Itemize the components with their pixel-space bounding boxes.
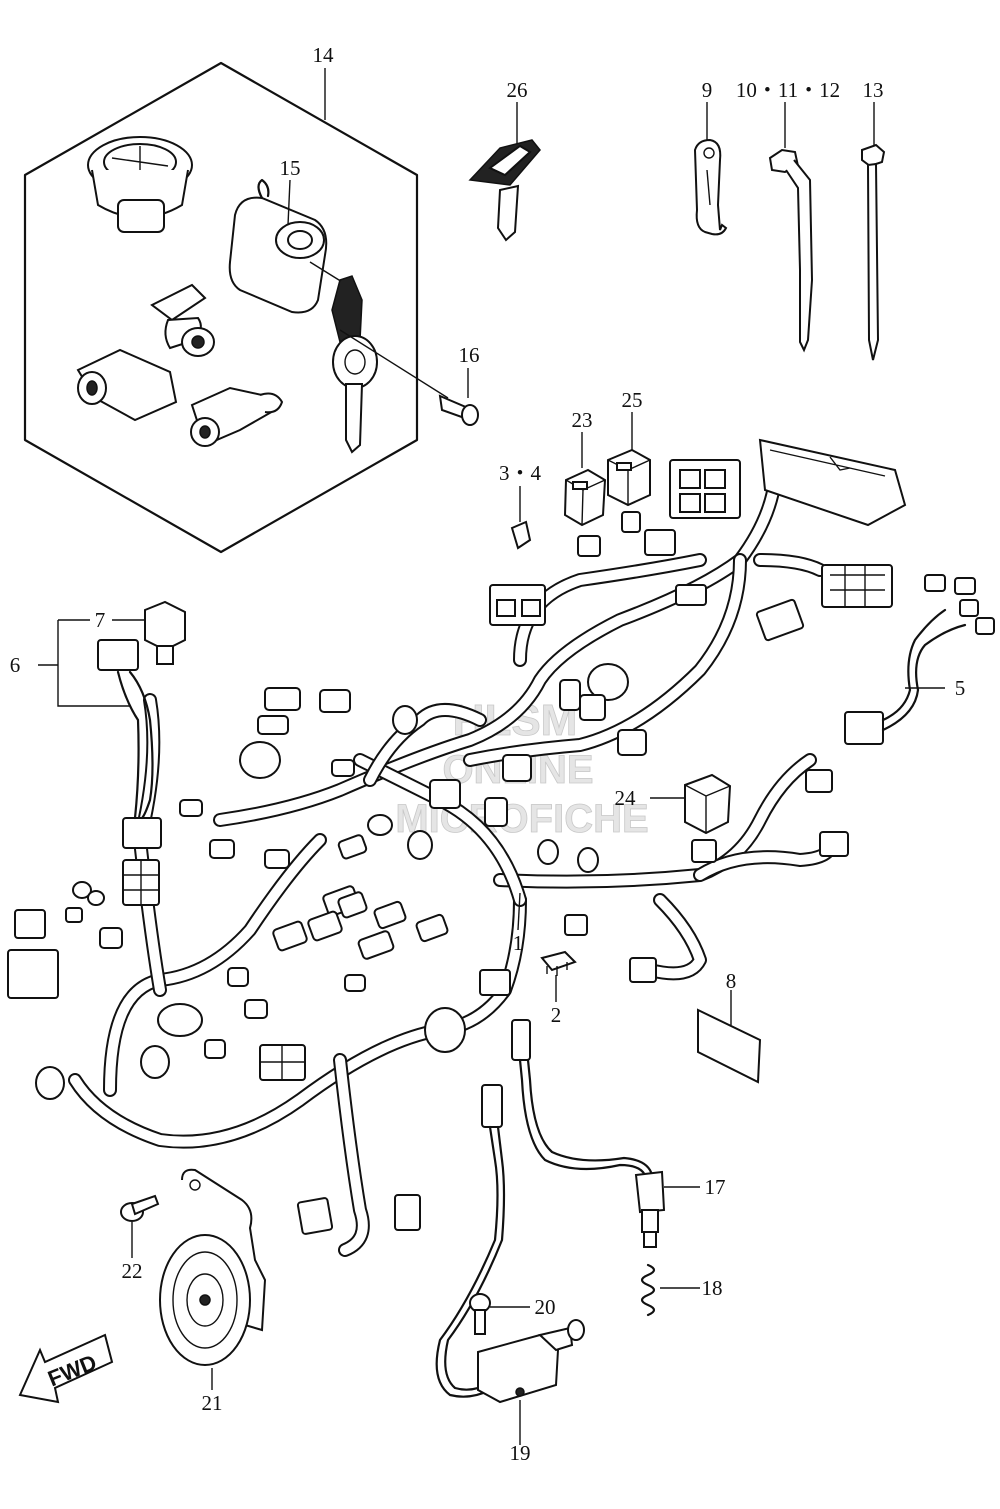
callout-16: 16 (459, 343, 480, 367)
helmet-lock-part[interactable] (76, 348, 178, 422)
harness-connectors[interactable] (7, 438, 995, 1235)
callout-7: 7 (95, 608, 106, 632)
label-plate-part-8[interactable] (697, 1008, 762, 1084)
cable-tie-part-13[interactable] (861, 102, 886, 361)
brake-light-switch-part-17[interactable] (511, 1019, 666, 1248)
callout-17: 17 (705, 1175, 726, 1199)
callout-26: 26 (507, 78, 528, 102)
main-wiring-harness[interactable] (7, 438, 995, 1257)
callout-10-11-12: 10・11・12 (736, 78, 840, 102)
callout-2: 2 (551, 1003, 562, 1027)
relay-part-23[interactable] (563, 432, 607, 527)
sub-harness-part-6[interactable] (116, 670, 154, 820)
callout-18: 18 (702, 1276, 723, 1300)
ignition-key-part[interactable] (331, 275, 378, 454)
front-brake-switch-part-19[interactable] (435, 1084, 585, 1404)
screw-part-16[interactable] (339, 329, 479, 426)
callout-22: 22 (122, 1259, 143, 1283)
relay-part-25[interactable] (607, 412, 651, 507)
callout-8: 8 (726, 969, 737, 993)
callout-21: 21 (202, 1391, 223, 1415)
callout-1: 1 (513, 931, 524, 955)
fuel-cap-lock-part[interactable] (87, 136, 193, 233)
seat-lock-part[interactable] (150, 283, 215, 357)
clamp-part-9[interactable] (693, 102, 728, 236)
callout-25: 25 (622, 388, 643, 412)
callout-23: 23 (572, 408, 593, 432)
horn-part-21[interactable] (159, 1168, 267, 1366)
steering-lock-part[interactable] (190, 386, 284, 447)
callout-19: 19 (510, 1441, 531, 1465)
callout-3-4: 3・4 (499, 461, 541, 485)
callout-14: 14 (313, 43, 335, 67)
callout-9: 9 (702, 78, 713, 102)
ignition-switch-set[interactable] (23, 61, 419, 554)
fuse-part-2[interactable] (540, 950, 577, 976)
relay-part-24[interactable] (684, 773, 732, 835)
watermark-line-3: MICROFICHE (395, 797, 648, 841)
clamp-band-part-10-11-12[interactable] (768, 102, 814, 353)
forward-direction-badge: FWD (18, 1333, 114, 1404)
callout-5: 5 (955, 676, 966, 700)
fuse-part-3-4[interactable] (510, 486, 532, 550)
bolt-part-22[interactable] (120, 1194, 160, 1222)
bolt-part-20[interactable] (469, 1293, 491, 1335)
callout-24: 24 (615, 786, 637, 810)
spring-part-18[interactable] (640, 1263, 656, 1317)
connector-part-7[interactable] (144, 600, 186, 665)
key-blank-part-26[interactable] (468, 102, 541, 242)
sub-harness-part-5[interactable] (881, 608, 967, 732)
callout-15: 15 (280, 156, 301, 180)
ignition-lock-part[interactable] (228, 178, 356, 314)
callout-20: 20 (535, 1295, 556, 1319)
callout-6: 6 (10, 653, 21, 677)
callout-13: 13 (863, 78, 884, 102)
